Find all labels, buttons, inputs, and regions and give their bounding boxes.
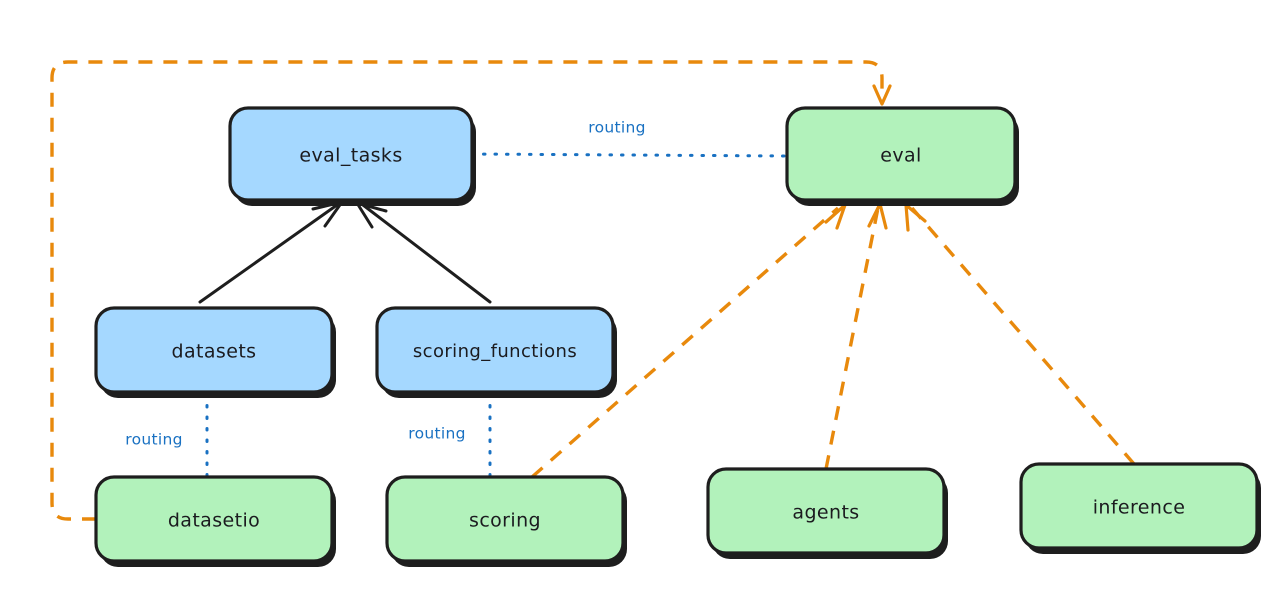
edge-inference-eval[interactable]	[904, 203, 1136, 466]
node-eval[interactable]: eval	[785, 106, 1019, 206]
node-datasetio[interactable]: datasetio	[94, 475, 336, 567]
edge-label-layer: routing routing routing	[125, 119, 646, 449]
node-eval-label: eval	[880, 145, 921, 167]
node-datasetio-label: datasetio	[168, 510, 260, 532]
node-inference-box	[1019, 462, 1259, 550]
node-scoring-label: scoring	[469, 510, 541, 532]
node-eval-box	[785, 106, 1017, 202]
node-agents[interactable]: agents	[706, 467, 948, 559]
edge-datasets-eval_tasks[interactable]	[198, 200, 344, 304]
edge-label-routing-left: routing	[125, 431, 183, 449]
node-eval_tasks-label: eval_tasks	[299, 145, 402, 167]
node-scoring_functions-box	[375, 306, 615, 394]
node-agents-label: agents	[792, 502, 859, 524]
node-scoring[interactable]: scoring	[385, 475, 627, 567]
node-scoring_functions[interactable]: scoring_functions	[375, 306, 617, 398]
node-datasetio-box	[94, 475, 334, 563]
node-datasets-label: datasets	[172, 341, 257, 363]
node-eval_tasks[interactable]: eval_tasks	[228, 106, 476, 206]
edge-datasetio-eval[interactable]	[50, 60, 892, 521]
edge-scoring_functions-eval_tasks[interactable]	[355, 201, 492, 304]
edge-label-routing-middle: routing	[408, 425, 466, 443]
edge-eval_tasks-eval[interactable]	[470, 152, 789, 158]
edge-layer	[50, 60, 1136, 521]
edge-label-routing-top: routing	[588, 119, 646, 137]
node-scoring-box	[385, 475, 625, 563]
node-scoring_functions-label: scoring_functions	[413, 341, 577, 362]
node-inference[interactable]: inference	[1019, 462, 1261, 554]
node-datasets-box	[94, 306, 334, 394]
node-datasets[interactable]: datasets	[94, 306, 336, 398]
edge-agents-eval[interactable]	[824, 202, 888, 470]
node-agents-box	[706, 467, 946, 555]
node-eval_tasks-box	[228, 106, 474, 202]
node-inference-label: inference	[1093, 497, 1186, 519]
